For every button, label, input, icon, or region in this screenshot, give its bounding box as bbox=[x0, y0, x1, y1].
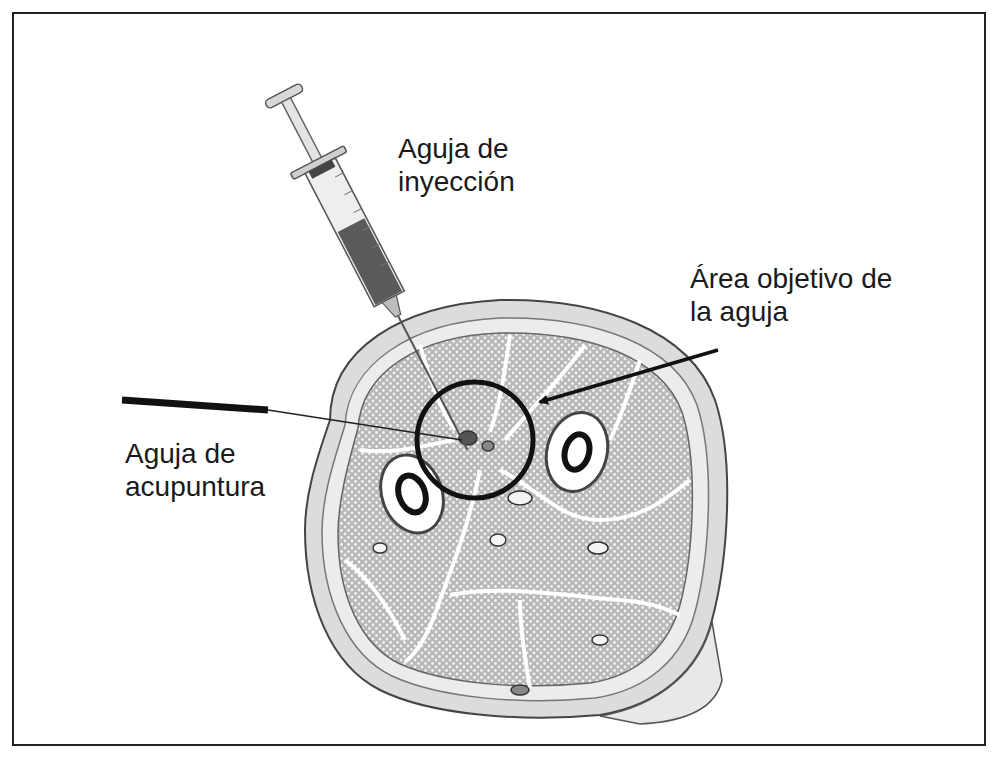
radius-bone bbox=[370, 446, 454, 542]
acupuncture-needle bbox=[122, 400, 462, 440]
needle-label: Aguja de acupuntura bbox=[125, 437, 295, 503]
skin bbox=[305, 300, 727, 718]
target-circle bbox=[417, 382, 533, 498]
needle-label: Aguja de inyección bbox=[398, 132, 578, 198]
ulna-bone bbox=[538, 406, 617, 499]
frame bbox=[13, 13, 985, 745]
leader-arrow bbox=[540, 350, 718, 402]
target-label: Área objetivo de la aguja bbox=[690, 262, 905, 328]
subcutaneous-layer bbox=[322, 318, 709, 701]
muscles bbox=[338, 333, 692, 686]
muscle-septa bbox=[345, 335, 690, 688]
